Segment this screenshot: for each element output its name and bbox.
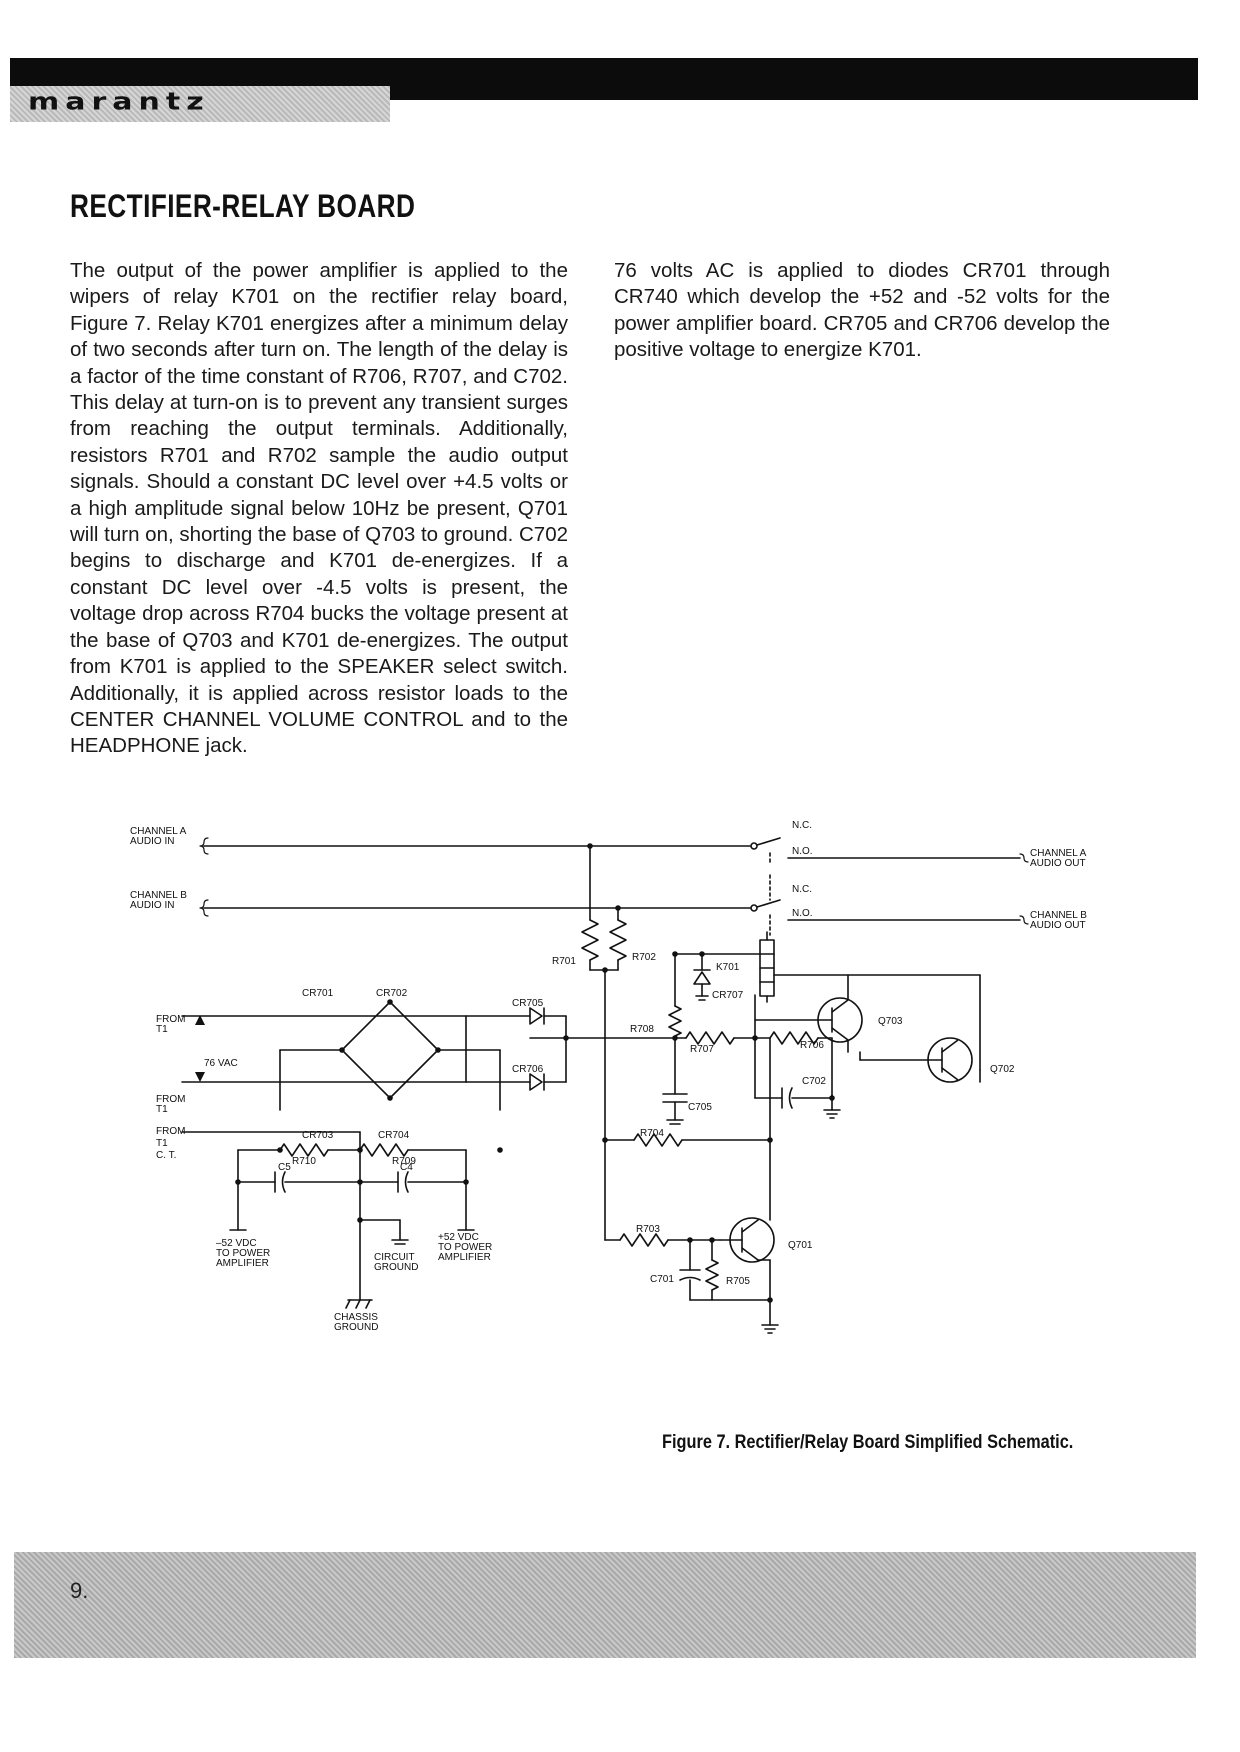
- body-text-left: The output of the power amplifier is app…: [70, 259, 569, 758]
- label-r702: R702: [632, 952, 656, 963]
- label-r709: R709: [392, 1156, 416, 1167]
- label-r707: R707: [690, 1044, 714, 1055]
- label-k701: K701: [716, 962, 740, 973]
- label-r708: R708: [630, 1024, 654, 1035]
- label-pos52-1: +52 VDC: [438, 1232, 479, 1243]
- label-nc-b: N.C.: [792, 884, 812, 895]
- label-from-t1-a: FROM: [156, 1014, 185, 1025]
- label-c701: C701: [650, 1274, 674, 1285]
- label-circuit-ground-2: GROUND: [374, 1262, 418, 1273]
- label-q701: Q701: [788, 1240, 813, 1251]
- label-cr707: CR707: [712, 990, 744, 1001]
- label-c705: C705: [688, 1102, 712, 1113]
- label-chassis-ground-1: CHASSIS: [334, 1312, 378, 1323]
- label-from-t1-b: FROM: [156, 1094, 185, 1105]
- label-r706: R706: [800, 1040, 824, 1051]
- label-q702: Q702: [990, 1064, 1015, 1075]
- label-cr701: CR701: [302, 988, 334, 999]
- label-circuit-ground-1: CIRCUIT: [374, 1252, 415, 1263]
- label-channel-b-out-2: AUDIO OUT: [1030, 920, 1086, 931]
- label-no-b: N.O.: [792, 908, 813, 919]
- label-channel-a-out-2: AUDIO OUT: [1030, 858, 1086, 869]
- label-r705: R705: [726, 1276, 750, 1287]
- label-r701: R701: [552, 956, 576, 967]
- label-cr705: CR705: [512, 998, 544, 1009]
- label-c5: C5: [278, 1162, 291, 1173]
- label-q703: Q703: [878, 1016, 903, 1027]
- label-channel-a-in-2: AUDIO IN: [130, 836, 174, 847]
- label-neg52-2: TO POWER: [216, 1248, 270, 1259]
- label-channel-b-in-1: CHANNEL B: [130, 890, 187, 901]
- label-c4: C4: [400, 1162, 413, 1173]
- label-channel-b-out-1: CHANNEL B: [1030, 910, 1087, 921]
- label-cr703: CR703: [302, 1130, 334, 1141]
- label-from-t1-ct: FROM: [156, 1126, 185, 1137]
- label-neg52-1: –52 VDC: [216, 1238, 257, 1249]
- figure-caption: Figure 7. Rectifier/Relay Board Simplifi…: [662, 1432, 1074, 1453]
- label-chassis-ground-2: GROUND: [334, 1322, 378, 1333]
- section-title: RECTIFIER-RELAY BOARD: [70, 188, 416, 224]
- page-number: 9.: [70, 1578, 89, 1603]
- label-channel-b-in-2: AUDIO IN: [130, 900, 174, 911]
- label-t1-a: T1: [156, 1024, 168, 1035]
- label-pos52-2: TO POWER: [438, 1242, 492, 1253]
- body-text-right: 76 volts AC is applied to diodes CR701 t…: [614, 259, 1110, 362]
- label-cr704: CR704: [378, 1130, 410, 1141]
- label-t1-b: T1: [156, 1104, 168, 1115]
- footer-band: [14, 1552, 1196, 1658]
- label-76vac: 76 VAC: [204, 1058, 238, 1069]
- label-r710: R710: [292, 1156, 316, 1167]
- label-no-a: N.O.: [792, 846, 813, 857]
- label-r703: R703: [636, 1224, 660, 1235]
- label-pos52-3: AMPLIFIER: [438, 1252, 491, 1263]
- label-channel-a-out-1: CHANNEL A: [1030, 848, 1087, 859]
- logo-strip: [10, 86, 390, 122]
- label-nc-a: N.C.: [792, 820, 812, 831]
- schematic-diagram: CHANNEL A AUDIO IN CHANNEL B AUDIO IN CH…: [130, 820, 1087, 1334]
- label-cr706: CR706: [512, 1064, 544, 1075]
- label-t1-ct: T1: [156, 1138, 168, 1149]
- brand-logo: marantz: [28, 88, 210, 116]
- label-r704: R704: [640, 1128, 664, 1139]
- label-ct: C. T.: [156, 1150, 176, 1161]
- label-c702: C702: [802, 1076, 826, 1087]
- label-cr702: CR702: [376, 988, 408, 999]
- label-neg52-3: AMPLIFIER: [216, 1258, 269, 1269]
- label-channel-a-in-1: CHANNEL A: [130, 826, 187, 837]
